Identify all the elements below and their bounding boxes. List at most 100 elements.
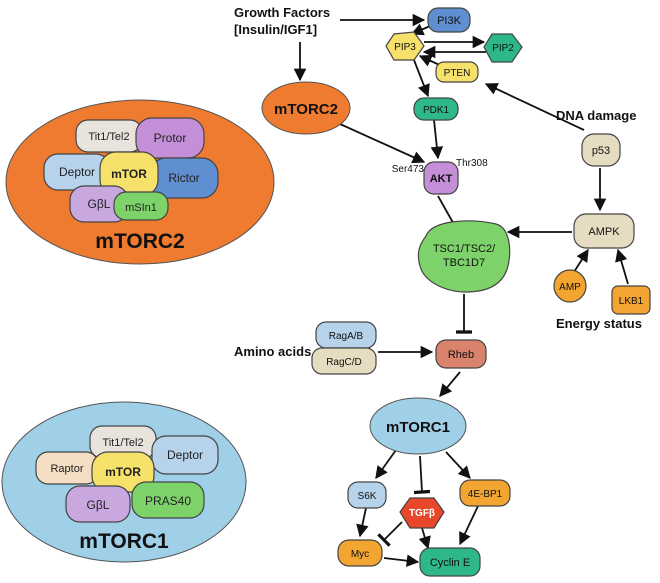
node-akt: AKT Ser473 Thr308: [392, 158, 488, 195]
node-rheb: Rheb: [435, 339, 487, 369]
edge-rheb-to-mtorc1: [439, 371, 461, 397]
tgfb-label: TGFβ: [409, 508, 435, 519]
mtorc2-node-label: mTORC2: [274, 101, 338, 118]
pdk1-label: PDK1: [423, 105, 450, 116]
amp-label: AMP: [559, 282, 581, 293]
pi3k-label: PI3K: [437, 15, 462, 27]
node-s6k: S6K: [347, 481, 387, 509]
lkb1-shape: [611, 285, 651, 315]
tsc-complex-label-line2: TBC1D7: [443, 257, 485, 269]
p53-label: p53: [592, 145, 610, 157]
edge-pip3-to-pdk1: [413, 59, 430, 98]
pten-shape: [435, 61, 479, 83]
edge-pdk1-to-akt: [430, 119, 444, 160]
edge-mtorc1-to-4ebp1: [445, 451, 471, 479]
mtorc2-tit1-tel2-label: Tit1/Tel2: [88, 131, 129, 143]
node-raga-b: RagA/B: [315, 321, 377, 349]
mtorc2-rictor-label: Rictor: [168, 171, 199, 185]
node-myc: Myc: [337, 539, 383, 567]
pten-label: PTEN: [444, 68, 471, 79]
node-tgfb: TGFβ: [399, 497, 445, 529]
4ebp1-label: 4E-BP1: [468, 489, 503, 500]
edge-tgfb-to-cyclin-e: [418, 527, 431, 550]
pip2-label: PIP2: [492, 43, 514, 54]
edge-mtorc2-to-akt: [339, 123, 426, 164]
mtorc2-msin1-label: mSIn1: [125, 202, 157, 214]
mtorc1-node-label: mTORC1: [386, 419, 450, 436]
tsc-complex-label-line1: TSC1/TSC2/: [433, 243, 496, 255]
s6k-label: S6K: [358, 491, 377, 502]
node-mtorc2: mTORC2: [261, 81, 351, 135]
node-tsc-complex: TSC1/TSC2/ TBC1D7: [417, 220, 511, 293]
pdk1-shape: [413, 97, 459, 121]
edge-p53-to-pten: [484, 83, 585, 131]
edge-s6k-to-myc: [356, 507, 369, 538]
node-pi3k: PI3K: [427, 7, 471, 33]
amp-shape: [553, 269, 587, 303]
insulin-igf1-label: [Insulin/IGF1]: [234, 22, 317, 37]
pip3-shape: [385, 31, 425, 61]
raga-b-label: RagA/B: [329, 331, 364, 342]
energy-status-label: Energy status: [556, 316, 642, 331]
dna-damage-label: DNA damage: [556, 108, 636, 123]
edge-tgfb-inhibits-myc: [377, 521, 403, 547]
node-mtorc1: mTORC1: [369, 397, 467, 455]
myc-label: Myc: [351, 549, 369, 560]
node-pdk1: PDK1: [413, 97, 459, 121]
mtorc1-gbl-label: GβL: [87, 498, 110, 512]
edge-lkb1-to-ampk: [615, 248, 629, 285]
mtorc1-raptor-label: Raptor: [50, 463, 83, 475]
ampk-label: AMPK: [588, 226, 620, 238]
amino-acids-label: Amino acids: [234, 344, 311, 359]
pip2-shape: [483, 33, 523, 63]
mtorc1-complex-title: mTORC1: [79, 530, 169, 553]
mtorc2-complex-title: mTORC2: [95, 230, 184, 253]
edge-mtorc1-to-s6k: [375, 449, 397, 480]
cyclin-e-shape: [419, 547, 481, 577]
s6k-shape: [347, 481, 387, 509]
cyclin-e-label: Cyclin E: [430, 557, 470, 569]
mtorc2-mtor-label: mTOR: [111, 167, 147, 181]
node-cyclin-e: Cyclin E: [419, 547, 481, 577]
node-pip3: PIP3: [385, 31, 425, 61]
pip3-label: PIP3: [394, 42, 416, 53]
node-lkb1: LKB1: [611, 285, 651, 315]
mtorc2-deptor-label: Deptor: [59, 165, 95, 179]
mtorc1-deptor-label: Deptor: [167, 448, 203, 462]
thr308-label: Thr308: [456, 158, 488, 169]
node-4ebp1: 4E-BP1: [459, 479, 511, 507]
node-pten: PTEN: [435, 61, 479, 83]
4ebp1-shape: [459, 479, 511, 507]
myc-shape: [337, 539, 383, 567]
mtorc1-deptor: [151, 435, 219, 475]
pathway-edges: [293, 13, 629, 567]
mtorc1-pras40-label: PRAS40: [145, 494, 191, 508]
pi3k-shape: [427, 7, 471, 33]
ampk-shape: [573, 213, 635, 249]
mtorc2-msin1: [113, 191, 169, 221]
edge-amp-to-ampk: [573, 248, 589, 273]
ser473-label: Ser473: [392, 164, 425, 175]
node-ampk: AMPK: [573, 213, 635, 249]
node-pip2: PIP2: [483, 33, 523, 63]
edge-mtorc1-inhibits-tgfb: [413, 455, 431, 495]
akt-label: AKT: [430, 173, 453, 185]
p53-shape: [581, 133, 621, 167]
mtorc1-mtor-label: mTOR: [105, 465, 141, 479]
tsc-complex-shape: [417, 220, 511, 293]
ragc-d-shape: [311, 347, 377, 375]
mtorc2-node-shape: [261, 81, 351, 135]
tgfb-shape: [399, 497, 445, 529]
lkb1-label: LKB1: [619, 296, 644, 307]
rheb-label: Rheb: [448, 349, 474, 361]
mtorc1-complex: Tit1/Tel2 Raptor Deptor mTOR GβL PRAS40 …: [1, 401, 247, 563]
edge-myc-to-cyclin-e: [383, 554, 420, 567]
mtorc1-node-shape: [369, 397, 467, 455]
ragc-d-label: RagC/D: [326, 357, 362, 368]
mtorc2-gbl-label: GβL: [88, 197, 111, 211]
rheb-shape: [435, 339, 487, 369]
growth-factors-label: Growth Factors: [234, 5, 330, 20]
node-ragc-d: RagC/D: [311, 347, 377, 375]
akt-shape: [423, 161, 459, 195]
